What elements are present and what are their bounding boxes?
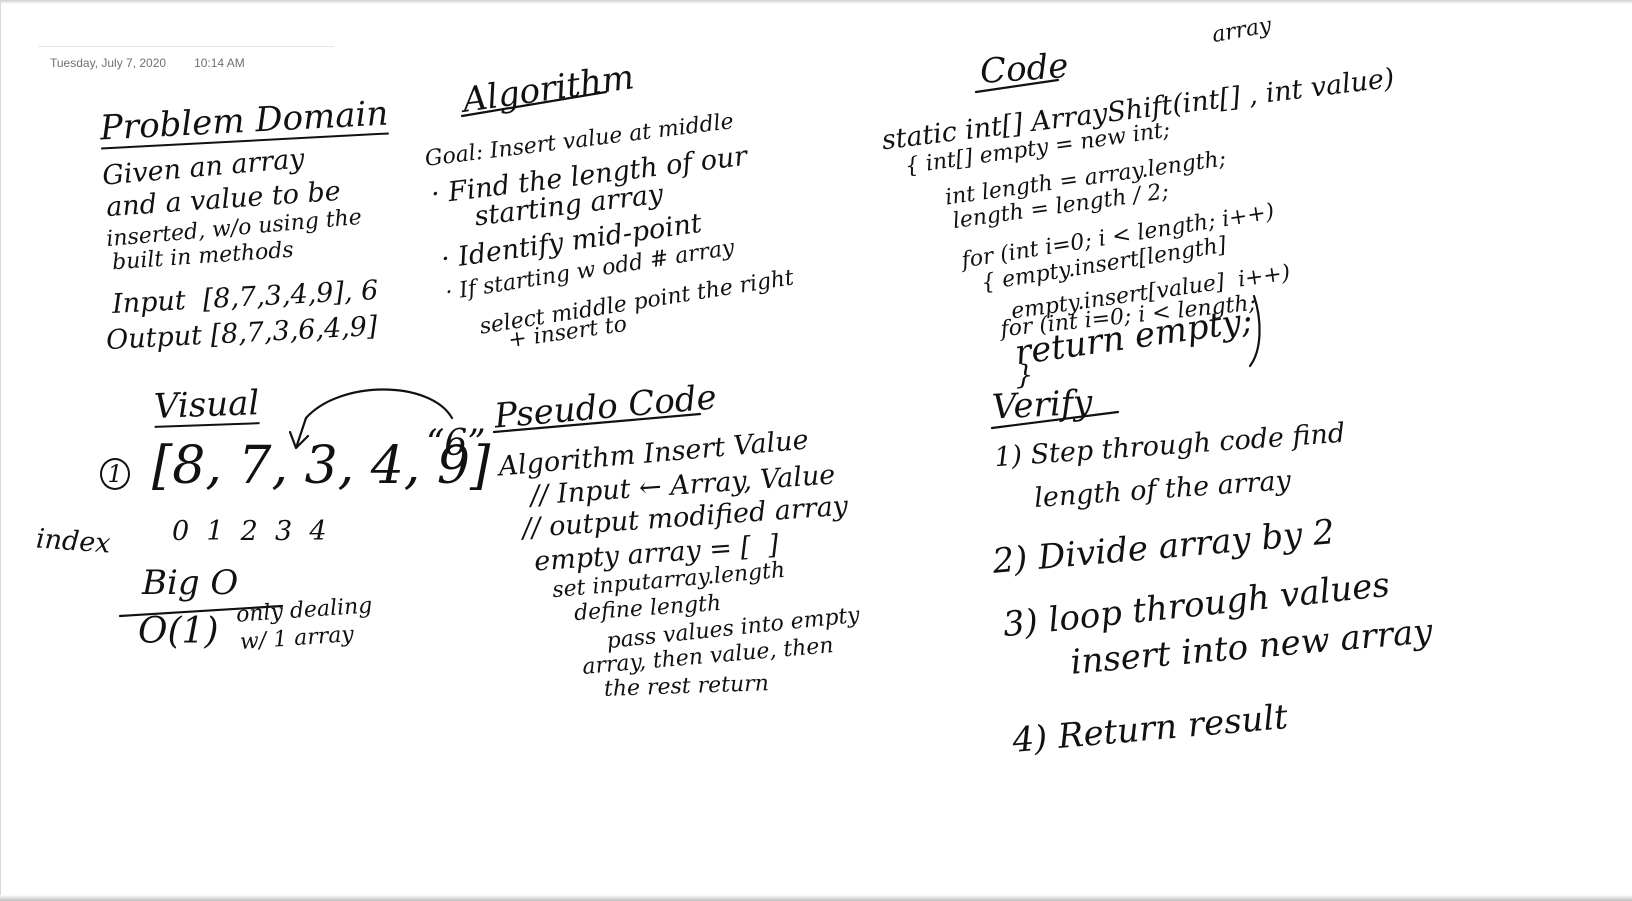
big-o-heading: Big O: [142, 563, 239, 603]
visual-insert-value: “6”: [426, 423, 486, 464]
big-o-value: O(1): [138, 611, 219, 652]
window-top-edge: [0, 0, 1632, 4]
pseudo-code-heading-underline: [492, 412, 702, 434]
visual-insert-arrow: [288, 388, 454, 450]
code-bracket: [1248, 294, 1261, 368]
visual-indices: 0 1 2 3 4: [172, 516, 327, 547]
code-line: }: [1016, 360, 1034, 391]
window-bottom-edge: [0, 895, 1632, 901]
algorithm-heading-underline: [460, 90, 608, 118]
big-o-divider: [118, 604, 284, 618]
window-left-edge: [0, 0, 1, 901]
verify-heading-underline: [990, 410, 1120, 430]
visual-step-number: 1: [100, 458, 130, 490]
page-time: 10:14 AM: [194, 56, 245, 70]
page-date-time: Tuesday, July 7, 2020 10:14 AM: [38, 46, 334, 70]
code-heading-underline: [974, 78, 1060, 94]
visual-array: [8, 7, 3, 4, 9]: [152, 436, 491, 496]
page-date: Tuesday, July 7, 2020: [50, 56, 167, 70]
